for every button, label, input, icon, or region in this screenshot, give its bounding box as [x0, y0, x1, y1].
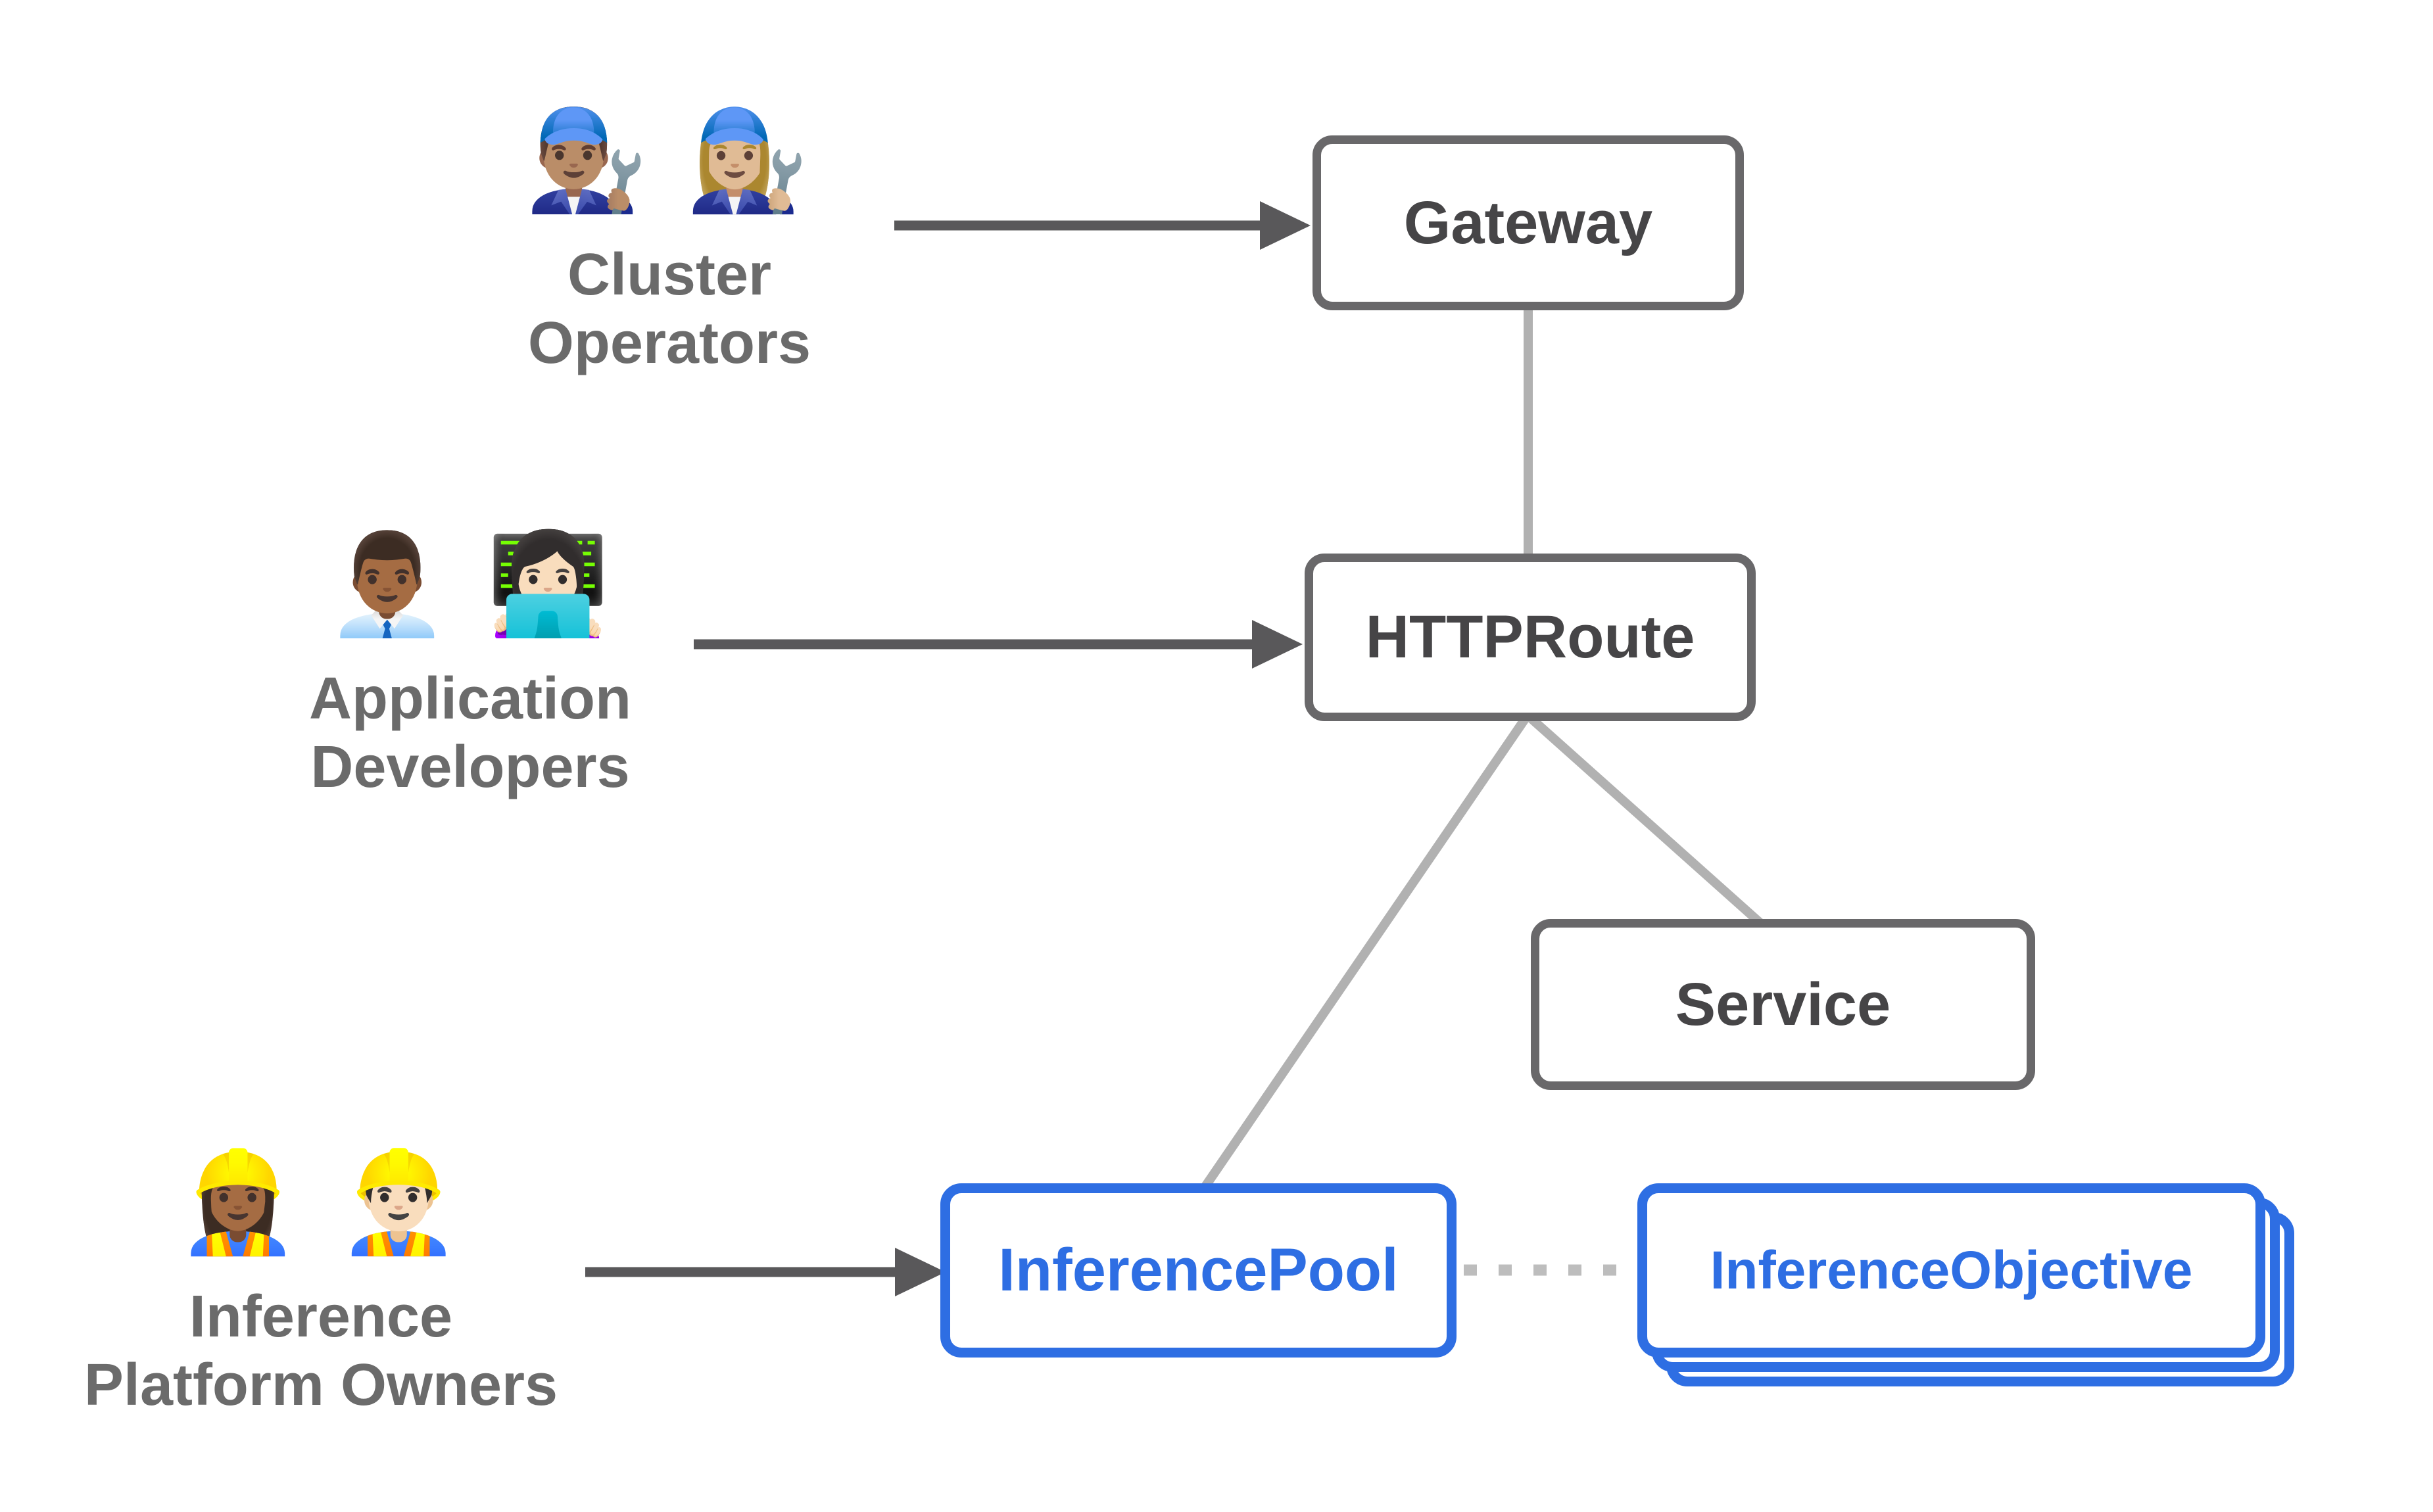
actor-label-line: Cluster — [567, 241, 772, 308]
actor-label-cluster-operators: Cluster Operators — [439, 241, 900, 378]
arrow-cluster-operators-to-gateway — [894, 201, 1311, 250]
node-gateway-label: Gateway — [1403, 189, 1653, 256]
actor-label-line: Platform Owners — [84, 1352, 558, 1418]
node-service-label: Service — [1675, 970, 1891, 1038]
arrow-application-developers-to-httproute — [694, 620, 1303, 669]
arrow-inference-platform-owners-to-inferencepool — [585, 1248, 946, 1296]
actor-label-line: Application — [309, 665, 631, 732]
actor-label-line: Developers — [310, 734, 630, 800]
node-inferenceobjective: InferenceObjective — [1637, 1183, 2265, 1358]
actor-cluster-operators: 👨🏽‍🔧 👩🏼‍🔧 Cluster Operators — [439, 99, 900, 377]
connector-httproute-to-inferencepool — [1201, 713, 1531, 1190]
woman-construction-worker-emoji: 👷🏾‍♀️ — [176, 1146, 305, 1257]
node-inferencepool: InferencePool — [940, 1183, 1457, 1358]
node-gateway: Gateway — [1313, 135, 1744, 310]
actor-label-inference-platform-owners: Inference Platform Owners — [25, 1283, 617, 1420]
node-service: Service — [1531, 919, 2035, 1090]
connector-httproute-to-service — [1524, 711, 1764, 927]
node-httproute-label: HTTPRoute — [1365, 603, 1695, 671]
woman-mechanic-emoji: 👩🏼‍🔧 — [685, 105, 814, 215]
man-mechanic-emoji: 👨🏽‍🔧 — [525, 105, 654, 215]
actor-label-line: Operators — [527, 310, 811, 376]
actor-label-line: Inference — [189, 1283, 453, 1350]
man-construction-worker-emoji: 👷🏻‍♂️ — [337, 1146, 466, 1257]
man-office-worker-emoji: 👨🏾‍💼 — [325, 529, 454, 639]
node-inferencepool-label: InferencePool — [998, 1237, 1399, 1304]
actor-inference-platform-owners: 👷🏾‍♀️ 👷🏻‍♂️ Inference Platform Owners — [25, 1141, 617, 1419]
actor-label-application-developers: Application Developers — [240, 665, 700, 802]
woman-technologist-emoji: 👩🏻‍💻 — [486, 529, 615, 639]
node-httproute: HTTPRoute — [1305, 554, 1756, 721]
node-inferenceobjective-label: InferenceObjective — [1710, 1240, 2193, 1300]
actor-application-developers: 👨🏾‍💼 👩🏻‍💻 Application Developers — [240, 523, 700, 801]
